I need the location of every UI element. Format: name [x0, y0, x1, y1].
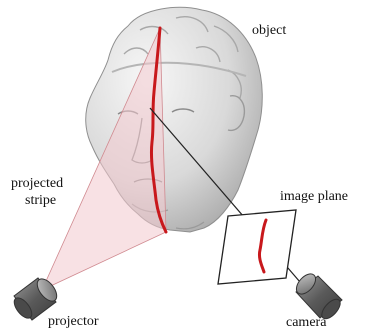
label-projector: projector	[48, 314, 99, 330]
light-beam	[42, 28, 166, 290]
label-projected-stripe-line1: projected	[11, 176, 63, 192]
label-object: object	[252, 23, 286, 39]
label-projected-stripe-line2: stripe	[25, 193, 56, 209]
label-image-plane: image plane	[280, 189, 348, 205]
label-camera: camera	[286, 315, 326, 331]
image-plane	[218, 210, 296, 284]
image-plane-quad	[218, 210, 296, 284]
